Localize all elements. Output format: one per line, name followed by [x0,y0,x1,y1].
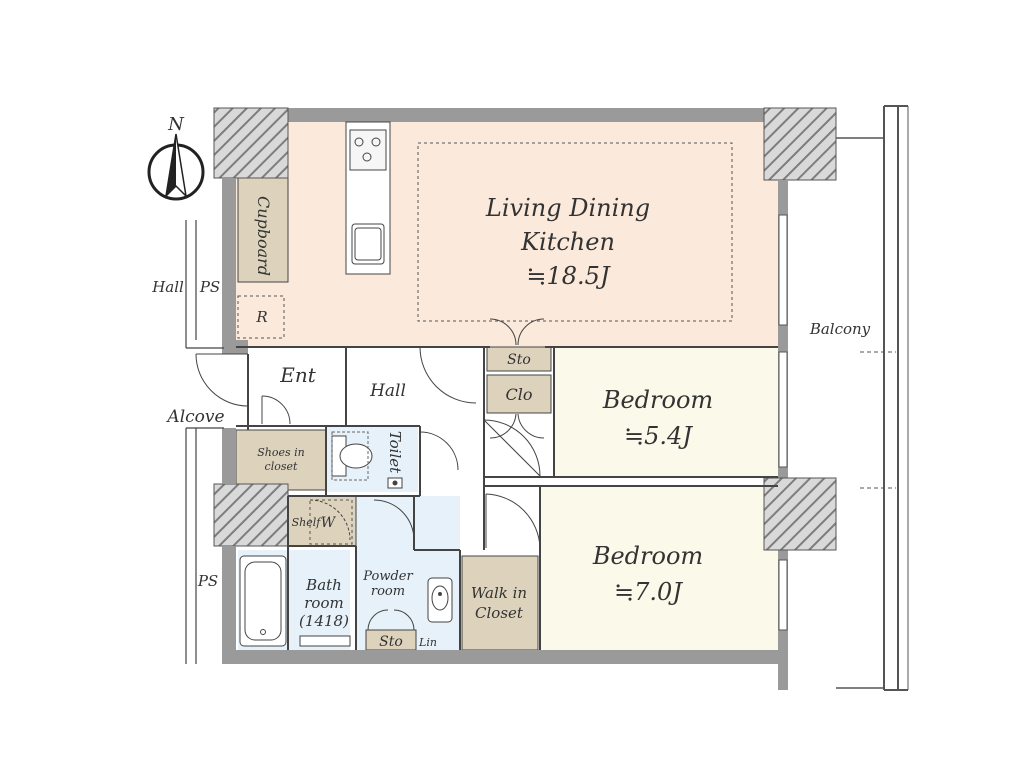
ldk-dashed-zone [417,142,733,322]
powder-room-floor [356,496,460,650]
lin-label: Lin [418,636,437,649]
bedroom-lower-floor [540,486,778,650]
doors [195,318,545,640]
compass-north-label: N [167,114,185,135]
sto-upper-box [486,346,552,372]
compass-icon [147,133,205,201]
washer-label: W [321,515,337,531]
powder-room-label-1: Powder [362,569,413,584]
refrigerator-label: R [255,308,267,326]
ldk-label-line1: Living Dining [485,194,650,222]
outside-lines [185,220,224,664]
hall-inner-label: Hall [369,381,406,401]
bedroom-lower-area: ≒7.0J [614,578,683,606]
bedroom-upper-area: ≒5.4J [624,422,693,450]
cupboard-label: Cupboard [254,196,273,276]
ldk-label-line2: Kitchen [520,228,615,256]
bath-step [299,635,351,647]
walk-in-closet-label-1: Walk in [471,584,527,602]
clo-label: Clo [506,385,533,404]
hall-outer-label: Hall [151,278,184,296]
bath-label-2: room [304,594,343,612]
windows [778,214,788,631]
ldk-area: ≒18.5J [526,262,611,290]
bath-label-1: Bath [305,576,342,594]
toilet-label: Toilet [386,431,404,474]
powder-room-label-2: room [371,584,405,599]
bath-label-3: (1418) [299,612,349,630]
shoes-closet-label-1: Shoes in [257,446,305,459]
bedroom-upper-label: Bedroom [602,386,713,414]
bedroom-lower-label: Bedroom [592,542,703,570]
wash-basin [427,577,453,623]
washer-space [309,499,353,545]
balcony-rail [836,105,909,691]
shelf-label: Shelf [292,516,323,529]
bedroom-upper-floor [554,347,778,477]
sto-lower-label: Sto [379,634,403,650]
entrance-label: Ent [279,363,316,387]
ps-lower-label: PS [197,572,218,590]
walk-in-closet-box [461,555,539,651]
clo-box [486,374,552,414]
bathtub [239,555,287,647]
alcove-label: Alcove [165,407,224,427]
kitchen-counter [345,121,391,275]
toilet-fixture [331,431,403,489]
shoes-closet-label-2: closet [265,460,298,473]
balcony-label: Balcony [809,320,871,338]
cupboard-box [237,177,289,283]
refrigerator-space [237,295,285,339]
ps-upper-label: PS [199,278,220,296]
sto-upper-label: Sto [507,352,531,368]
walk-in-closet-label-2: Closet [475,604,524,622]
